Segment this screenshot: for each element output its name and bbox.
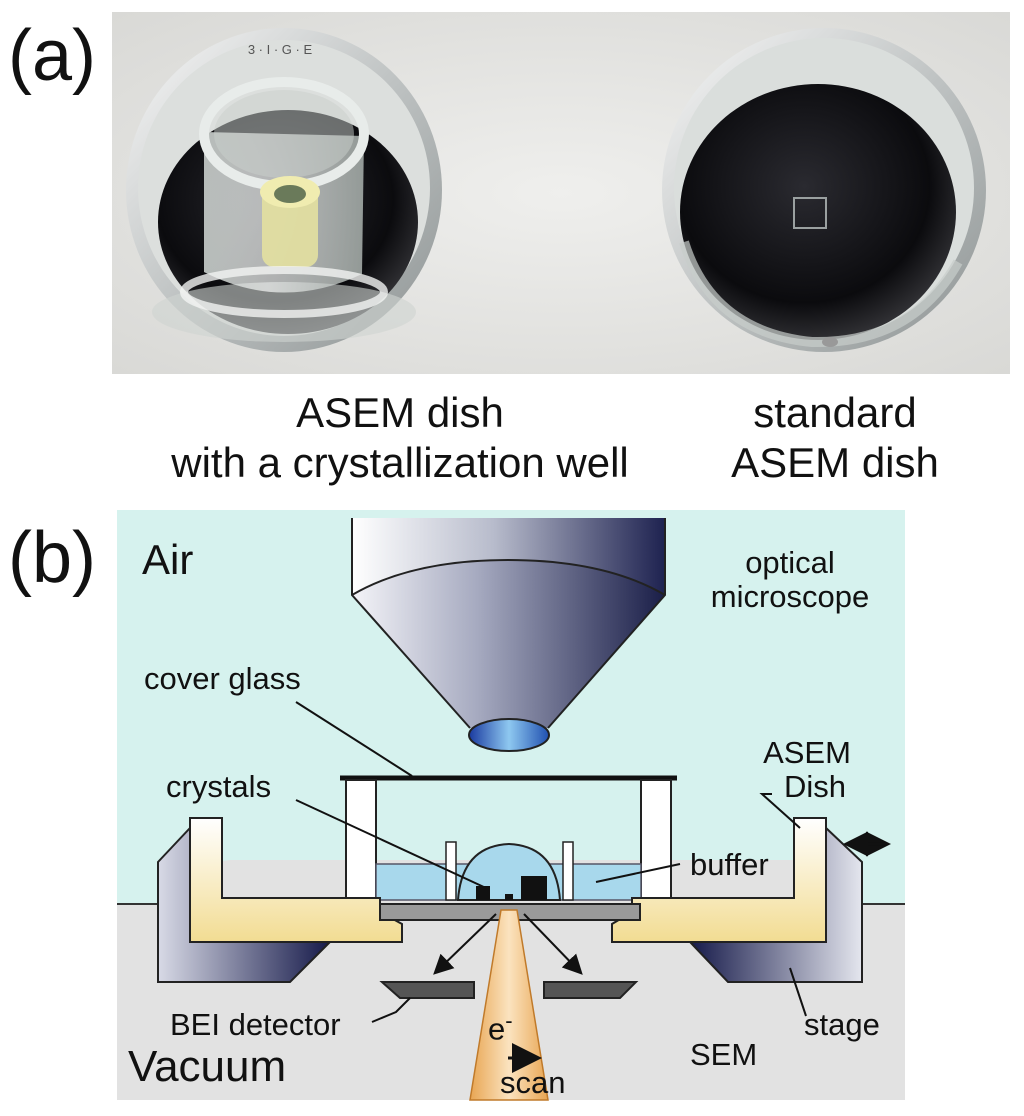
label-electron-sup: - — [505, 1008, 513, 1033]
lens-front — [468, 718, 550, 752]
label-air: Air — [142, 536, 194, 583]
sin-window — [793, 197, 827, 229]
leader-cover-glass — [295, 701, 413, 777]
caption-left-line-2: with a crystallization well — [171, 439, 629, 486]
bei-detector-right — [543, 981, 639, 999]
well-wall-right — [640, 779, 672, 901]
panel-a-label: (a) — [8, 16, 96, 96]
crystal-2 — [521, 876, 547, 900]
label-vacuum: Vacuum — [128, 1042, 287, 1091]
crystal-3 — [505, 894, 513, 900]
label-microscope: microscope — [710, 579, 870, 614]
crystal-1 — [476, 886, 490, 900]
label-asem: ASEM — [763, 735, 851, 770]
label-electron-e: e — [488, 1011, 506, 1047]
stage-left — [157, 825, 333, 983]
label-cover-glass: cover glass — [144, 661, 301, 696]
panel-b-label: (b) — [8, 518, 96, 598]
well-wall-left — [345, 779, 377, 901]
label-asem-dish: ASEM Dish — [752, 736, 862, 804]
asem-dish-with-well — [126, 28, 442, 352]
leader-bei — [371, 997, 411, 1023]
objective-lens — [351, 518, 666, 752]
dish-photo: 3 · I · G · E — [112, 12, 1010, 374]
leader-crystals — [295, 799, 487, 889]
label-dish: Dish — [783, 769, 846, 804]
caption-right: standard ASEM dish — [690, 388, 980, 488]
label-buffer: buffer — [690, 847, 769, 882]
leader-buffer — [595, 863, 681, 883]
standard-asem-dish — [662, 28, 986, 352]
leader-stage — [789, 967, 807, 1017]
dish-rim-marks: 3 · I · G · E — [248, 42, 313, 57]
stage-right — [687, 825, 863, 983]
caption-right-line-2: ASEM dish — [731, 439, 939, 486]
bei-detector-left — [379, 981, 475, 999]
label-crystals: crystals — [166, 769, 272, 804]
caption-left-line-1: ASEM dish — [296, 389, 504, 436]
label-scan: scan — [500, 1065, 566, 1100]
caption-left: ASEM dish with a crystallization well — [150, 388, 650, 488]
label-bei-detector: BEI detector — [170, 1007, 341, 1042]
caption-right-line-1: standard — [753, 389, 917, 436]
leader-asem-dish — [759, 793, 801, 829]
label-electron: e- — [488, 1008, 513, 1047]
label-stage: stage — [804, 1007, 880, 1042]
label-optical-microscope: optical microscope — [700, 546, 880, 614]
label-optical: optical — [745, 545, 835, 580]
label-sem: SEM — [690, 1037, 758, 1072]
